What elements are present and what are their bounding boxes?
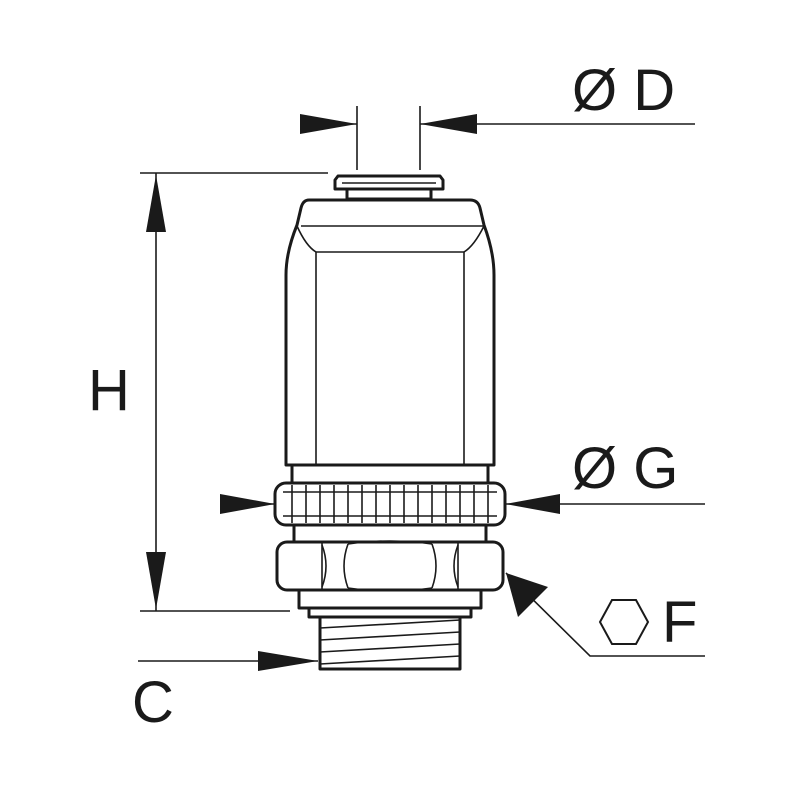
label-hex-f: F — [662, 590, 697, 655]
arrowhead-h-top — [146, 175, 166, 232]
dimension-d: Ø D — [300, 58, 695, 170]
arrowhead-g-right — [505, 494, 560, 514]
dimension-c: C — [132, 651, 318, 735]
base-flange — [297, 588, 483, 610]
label-diameter-g: Ø G — [572, 436, 678, 501]
dimension-f: F — [505, 572, 705, 657]
label-diameter-d: Ø D — [572, 58, 675, 123]
arrowhead-c — [258, 651, 318, 671]
arrowhead-d-left — [300, 114, 357, 134]
body-step — [290, 463, 490, 485]
hexagon-icon — [598, 599, 650, 645]
collar-neck — [345, 187, 433, 201]
ring-spacer — [292, 523, 488, 544]
dimension-g: Ø G — [220, 436, 705, 514]
arrowhead-g-left — [220, 494, 275, 514]
dimension-h: H — [88, 172, 328, 612]
fitting-part — [273, 174, 507, 671]
label-height: H — [88, 358, 130, 423]
arrowhead-f — [506, 573, 548, 617]
arrowhead-d-right — [420, 114, 477, 134]
body-sleeve — [284, 198, 496, 467]
arrowhead-h-bottom — [146, 552, 166, 609]
label-thread-c: C — [132, 670, 174, 735]
hex-nut — [275, 540, 505, 592]
